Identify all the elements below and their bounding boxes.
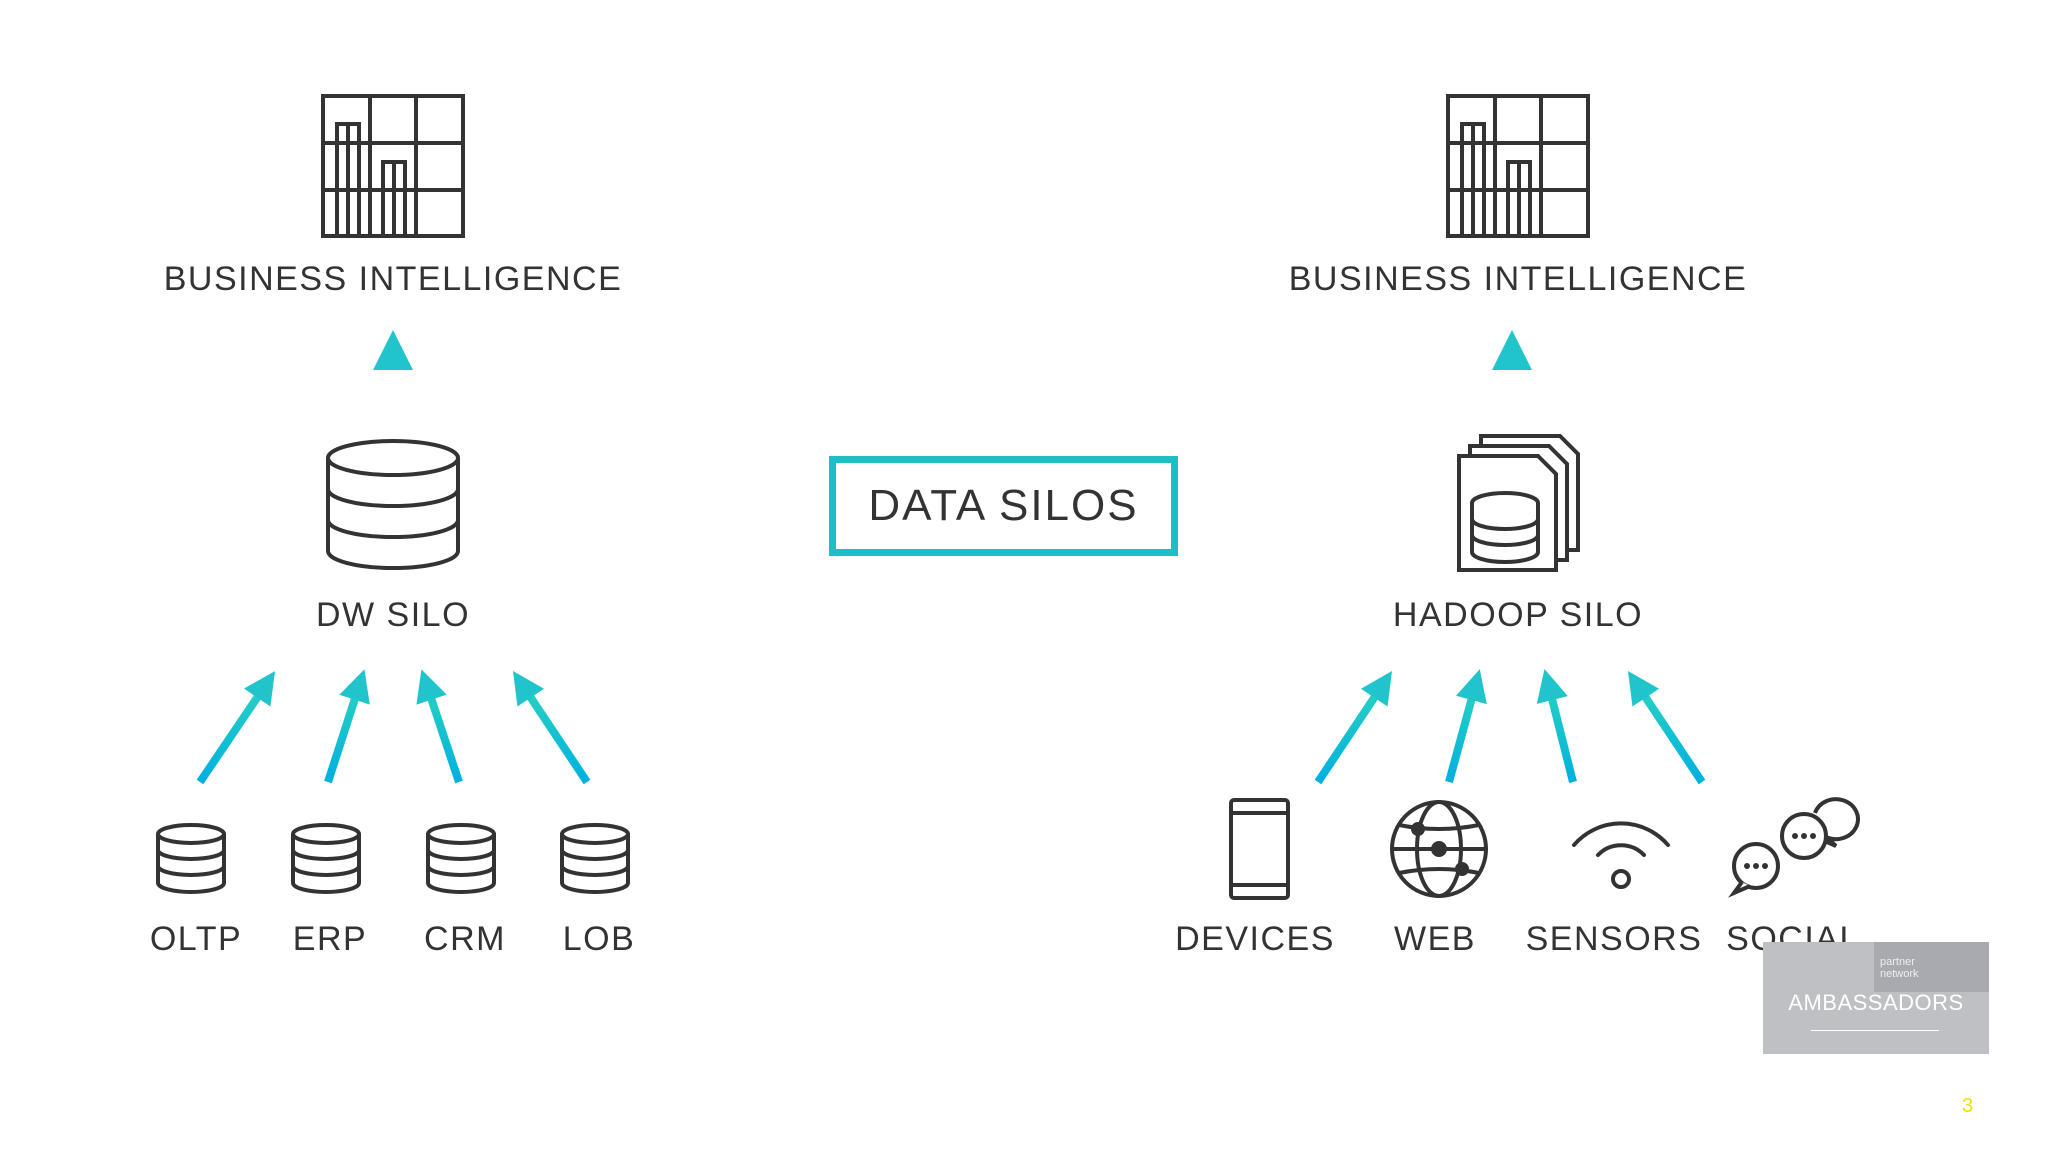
badge-line-partner: partner [1880, 956, 1915, 968]
database-icon [156, 823, 226, 894]
arrow-lob [513, 671, 591, 785]
database-icon [426, 823, 496, 894]
arrow-devices [1314, 671, 1392, 785]
arrow-web [1445, 669, 1487, 784]
database-icon [560, 823, 630, 894]
badge-title: AMBASSADORS [1788, 990, 1964, 1015]
data-silos-title: DATA SILOS [868, 481, 1139, 530]
arrow-erp [324, 669, 370, 784]
arrow-social [1628, 671, 1706, 785]
arrow-oltp [196, 671, 276, 785]
source-label-devices: DEVICES [1175, 920, 1335, 958]
arrow-crm [416, 669, 463, 784]
bi-label-left: BUSINESS INTELLIGENCE [163, 260, 623, 298]
data-silos-title-box: DATA SILOS [829, 456, 1178, 556]
badge-top-panel [1874, 942, 1989, 992]
arrow-sensors [1536, 669, 1577, 783]
bi-label-right: BUSINESS INTELLIGENCE [1288, 260, 1748, 298]
source-label-oltp: OLTP [149, 920, 243, 958]
source-label-sensors: SENSORS [1525, 920, 1703, 958]
source-label-web: WEB [1394, 920, 1476, 958]
database-icon [326, 439, 460, 570]
globe-icon [1390, 800, 1488, 898]
ambassadors-badge: partner network AMBASSADORS [1763, 942, 1989, 1054]
chat-dots [1744, 833, 1816, 869]
page-number: 3 [1962, 1095, 1974, 1117]
source-label-erp: ERP [292, 920, 368, 958]
chat-bubbles-icon [1728, 797, 1860, 898]
report-chart-icon [321, 94, 465, 238]
mobile-device-icon [1229, 798, 1290, 900]
hadoop-silo-label: HADOOP SILO [1392, 596, 1644, 634]
badge-partner-network: partner network [1880, 956, 1919, 980]
file-stack-database-icon [1457, 434, 1580, 572]
source-label-crm: CRM [424, 920, 506, 958]
source-label-lob: LOB [562, 920, 636, 958]
badge-underline [1811, 1030, 1939, 1031]
database-icon [291, 823, 361, 894]
badge-line-network: network [1880, 968, 1919, 980]
wifi-sensor-icon [1572, 821, 1670, 889]
report-chart-icon [1446, 94, 1590, 238]
dw-silo-label: DW SILO [315, 596, 471, 634]
